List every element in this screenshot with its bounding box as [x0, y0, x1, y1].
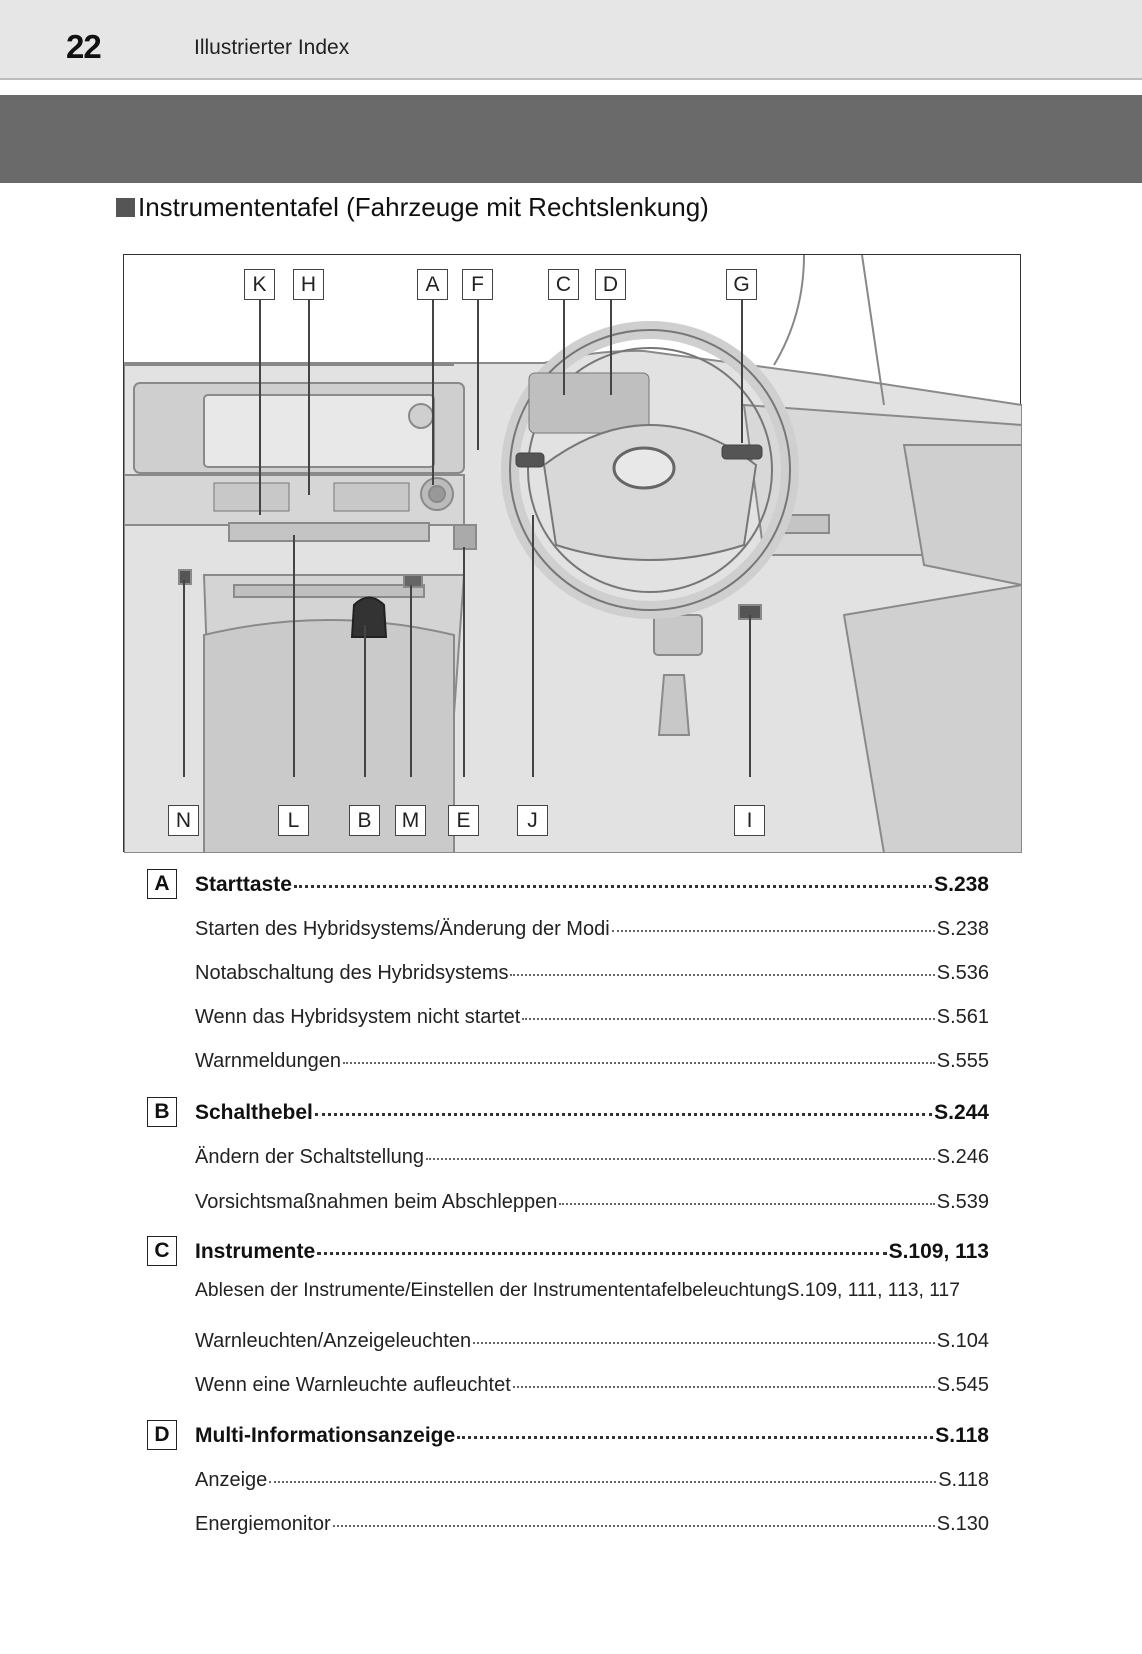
entry-label: Starttaste	[195, 873, 292, 896]
index-entry[interactable]: Starttaste S.238	[195, 868, 989, 898]
entry-label: Energiemonitor	[195, 1513, 331, 1535]
index-subentry[interactable]: Wenn eine Warnleuchte aufleuchtet S.545	[195, 1369, 989, 1399]
index-subentry[interactable]: Anzeige S.118	[195, 1464, 989, 1494]
leader-dots	[314, 1093, 933, 1116]
dashboard-drawing	[124, 255, 1022, 853]
callout-a: A	[417, 269, 448, 300]
running-title: Illustrierter Index	[194, 36, 350, 59]
entry-page: S.109, 111, 113, 117	[786, 1280, 960, 1301]
index-entry[interactable]: Instrumente S.109, 113	[195, 1235, 989, 1265]
entry-page: S.238	[936, 918, 989, 940]
index-subentry[interactable]: Starten des Hybridsystems/Änderung der M…	[195, 913, 989, 943]
index-subentry[interactable]: Ändern der Schaltstellung S.246	[195, 1141, 989, 1171]
leader-dots	[293, 865, 933, 888]
callout-c: C	[548, 269, 579, 300]
leader-dots	[611, 910, 935, 932]
entry-page: S.104	[936, 1330, 989, 1352]
leader-dots	[473, 1322, 935, 1344]
entry-label: Schalthebel	[195, 1101, 313, 1124]
entry-page: S.536	[936, 962, 989, 984]
callout-f: F	[462, 269, 493, 300]
page-header: 22 Illustrierter Index	[0, 0, 1142, 80]
entry-label: Instrumente	[195, 1240, 316, 1263]
callout-k: K	[244, 269, 275, 300]
square-bullet-icon	[116, 198, 135, 217]
callout-l: L	[278, 805, 309, 836]
entry-letter-b: B	[147, 1097, 177, 1127]
entry-page: S.545	[936, 1374, 989, 1396]
leader-dots	[512, 1366, 935, 1388]
leader-dots	[457, 1416, 934, 1439]
entry-page: S.130	[936, 1513, 989, 1535]
entry-label: Wenn das Hybridsystem nicht startet	[195, 1006, 521, 1028]
entry-page: S.555	[936, 1050, 989, 1072]
leader-dots	[269, 1461, 937, 1483]
callout-n: N	[168, 805, 199, 836]
leader-dots	[426, 1138, 935, 1160]
index-subentry[interactable]: Vorsichtsmaßnahmen beim Abschleppen S.539	[195, 1186, 989, 1216]
section-heading-text: Instrumententafel (Fahrzeuge mit Rechtsl…	[138, 192, 709, 222]
entry-label: Wenn eine Warnleuchte aufleuchtet	[195, 1374, 511, 1396]
entry-page: S.561	[936, 1006, 989, 1028]
entry-label: Anzeige	[195, 1469, 268, 1491]
entry-page: S.118	[935, 1424, 989, 1447]
leader-dots	[559, 1183, 935, 1205]
leader-dots	[317, 1232, 887, 1255]
callout-h: H	[293, 269, 324, 300]
callout-g: G	[726, 269, 757, 300]
entry-label: Vorsichtsmaßnahmen beim Abschleppen	[195, 1191, 558, 1213]
chapter-band	[0, 95, 1142, 183]
entry-page: S.109, 113	[888, 1240, 989, 1263]
leader-dots	[332, 1505, 935, 1527]
index-entry[interactable]: Schalthebel S.244	[195, 1096, 989, 1126]
entry-page: S.244	[934, 1101, 989, 1124]
entry-letter-a: A	[147, 869, 177, 899]
index-subentry[interactable]: Energiemonitor S.130	[195, 1508, 989, 1538]
entry-label: Multi-Informationsanzeige	[195, 1424, 456, 1447]
callout-e: E	[448, 805, 479, 836]
leader-dots	[522, 998, 935, 1020]
leader-dots	[343, 1042, 935, 1064]
entry-page: S.246	[936, 1146, 989, 1168]
callout-i: I	[734, 805, 765, 836]
entry-label: Warnmeldungen	[195, 1050, 342, 1072]
callout-d: D	[595, 269, 626, 300]
index-subentry[interactable]: Warnmeldungen S.555	[195, 1045, 989, 1075]
entry-page: S.118	[938, 1469, 989, 1491]
entry-label: Notabschaltung des Hybridsystems	[195, 962, 509, 984]
entry-label: Warnleuchten/Anzeigeleuchten	[195, 1330, 472, 1352]
entry-page: S.238	[934, 873, 989, 896]
leader-dots	[510, 954, 935, 976]
index-subentry[interactable]: Ablesen der Instrumente/Einstellen der I…	[195, 1280, 1005, 1310]
entry-letter-d: D	[147, 1420, 177, 1450]
callout-m: M	[395, 805, 426, 836]
index-subentry[interactable]: Wenn das Hybridsystem nicht startet S.561	[195, 1001, 989, 1031]
dashboard-illustration: K H A F C D G N L B M E J I	[123, 254, 1022, 853]
page-number: 22	[66, 28, 102, 65]
index-subentry[interactable]: Warnleuchten/Anzeigeleuchten S.104	[195, 1325, 989, 1355]
section-heading: Instrumententafel (Fahrzeuge mit Rechtsl…	[116, 192, 709, 223]
callout-b: B	[349, 805, 380, 836]
index-subentry[interactable]: Notabschaltung des Hybridsystems S.536	[195, 957, 989, 987]
callout-j: J	[517, 805, 548, 836]
entry-letter-c: C	[147, 1236, 177, 1266]
entry-label: Ändern der Schaltstellung	[195, 1146, 425, 1168]
entry-label: Ablesen der Instrumente/Einstellen der I…	[195, 1280, 787, 1301]
entry-page: S.539	[936, 1191, 989, 1213]
entry-label: Starten des Hybridsystems/Änderung der M…	[195, 918, 610, 940]
index-entry[interactable]: Multi-Informationsanzeige S.118	[195, 1419, 989, 1449]
